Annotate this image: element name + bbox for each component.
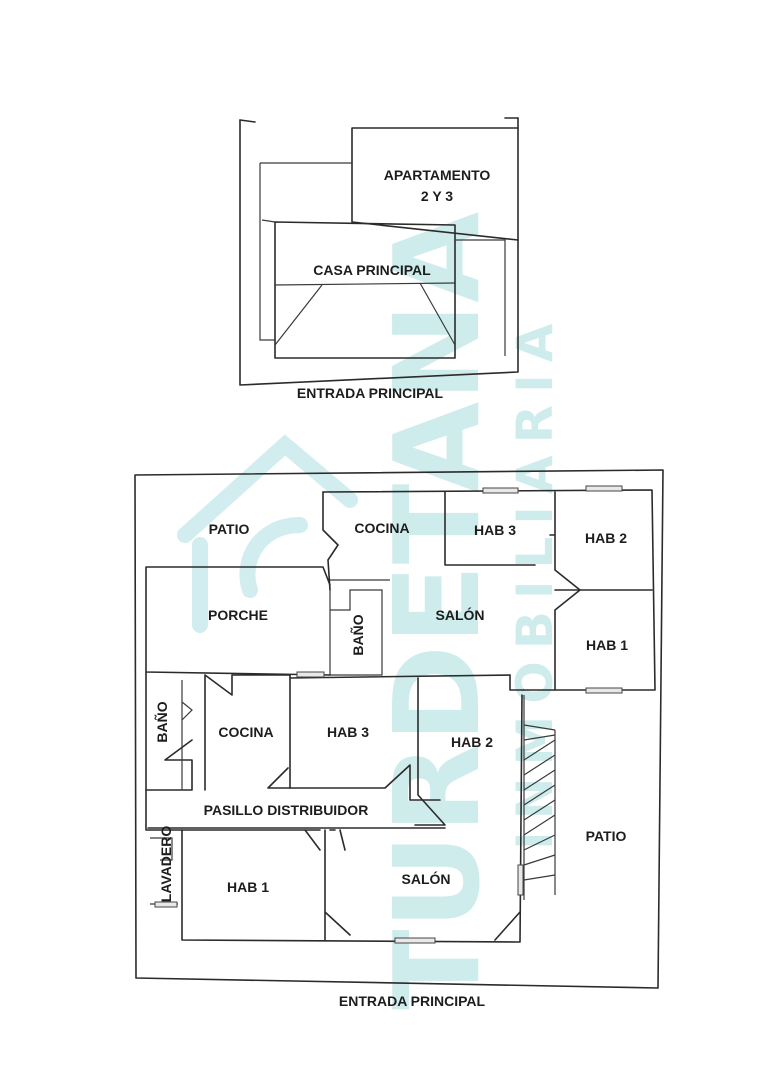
- label-entrada-bottom: ENTRADA PRINCIPAL: [339, 993, 486, 1009]
- label-porche: PORCHE: [208, 607, 268, 623]
- label-salon-lower: SALÓN: [402, 870, 451, 887]
- label-salon-upper: SALÓN: [436, 606, 485, 623]
- label-hab2-upper: HAB 2: [585, 530, 627, 546]
- label-pasillo-distribuidor: PASILLO DISTRIBUIDOR: [204, 802, 369, 818]
- watermark-house-icon: [177, 434, 358, 633]
- label-hab3-upper: HAB 3: [474, 522, 516, 538]
- bottom-plan: [134, 469, 664, 989]
- label-cocina-lower: COCINA: [218, 724, 273, 740]
- watermark-name: TURDETANA: [368, 212, 506, 1010]
- label-patio-upper: PATIO: [209, 521, 250, 537]
- label-apartamento: APARTAMENTO: [384, 167, 491, 183]
- label-cocina-upper: COCINA: [354, 520, 409, 536]
- label-entrada-top: ENTRADA PRINCIPAL: [297, 385, 444, 401]
- top-plan: [239, 117, 519, 386]
- label-patio-lower: PATIO: [586, 828, 627, 844]
- label-lavadero: LAVADERO: [158, 826, 174, 903]
- label-casa-principal: CASA PRINCIPAL: [313, 262, 431, 278]
- label-hab2-lower: HAB 2: [451, 734, 493, 750]
- staircase: [523, 695, 556, 900]
- label-bano-lower: BAÑO: [153, 701, 170, 742]
- windows: [154, 485, 623, 944]
- watermark-subtitle: INMOBILIARIA: [506, 312, 564, 850]
- label-hab1-lower: HAB 1: [227, 879, 269, 895]
- label-hab1-upper: HAB 1: [586, 637, 628, 653]
- watermark: TURDETANA INMOBILIARIA: [177, 212, 564, 1010]
- label-bano-upper: BAÑO: [349, 614, 366, 655]
- label-apartamento-number: 2 Y 3: [421, 188, 453, 204]
- label-hab3-lower: HAB 3: [327, 724, 369, 740]
